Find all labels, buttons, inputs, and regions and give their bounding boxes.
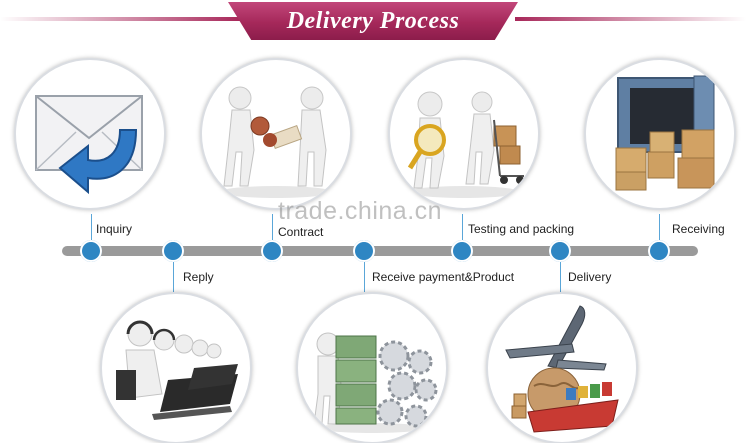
timeline-node-receive-payment [353,240,375,262]
timeline-tick [659,214,660,246]
timeline-node-delivery [549,240,571,262]
magnifier-cart-icon [388,58,540,210]
timeline-node-reply [162,240,184,262]
warehouse-boxes-icon [584,58,736,210]
call-center-icon [100,292,252,443]
ribbon-line-left [0,17,240,21]
plane-ship-globe-icon [486,292,638,443]
step-label-receiving: Receiving [672,222,725,236]
ribbon-line-right [515,17,746,21]
timeline-node-receiving [648,240,670,262]
timeline-tick [91,214,92,246]
step-label-contract: Contract [278,225,324,239]
timeline-tick [560,256,561,292]
timeline-bar [62,246,698,256]
money-gears-icon [296,292,448,443]
timeline-tick [272,214,273,246]
envelope-reply-icon [14,58,166,210]
timeline-node-contract [261,240,283,262]
watermark: trade.china.cn [278,197,443,225]
timeline-tick [462,214,463,246]
timeline-tick [173,256,174,292]
step-label-receive-payment: Receive payment&Product [372,270,515,284]
step-label-delivery: Delivery [568,270,612,284]
timeline-node-testing [451,240,473,262]
title-ribbon [228,2,518,40]
timeline-tick [364,256,365,292]
page-title: Delivery Process [286,8,460,34]
timeline-node-inquiry [80,240,102,262]
step-label-inquiry: Inquiry [96,222,133,236]
handshake-contract-icon [200,58,352,210]
step-label-reply: Reply [183,270,214,284]
step-label-testing: Testing and packing [468,222,575,236]
